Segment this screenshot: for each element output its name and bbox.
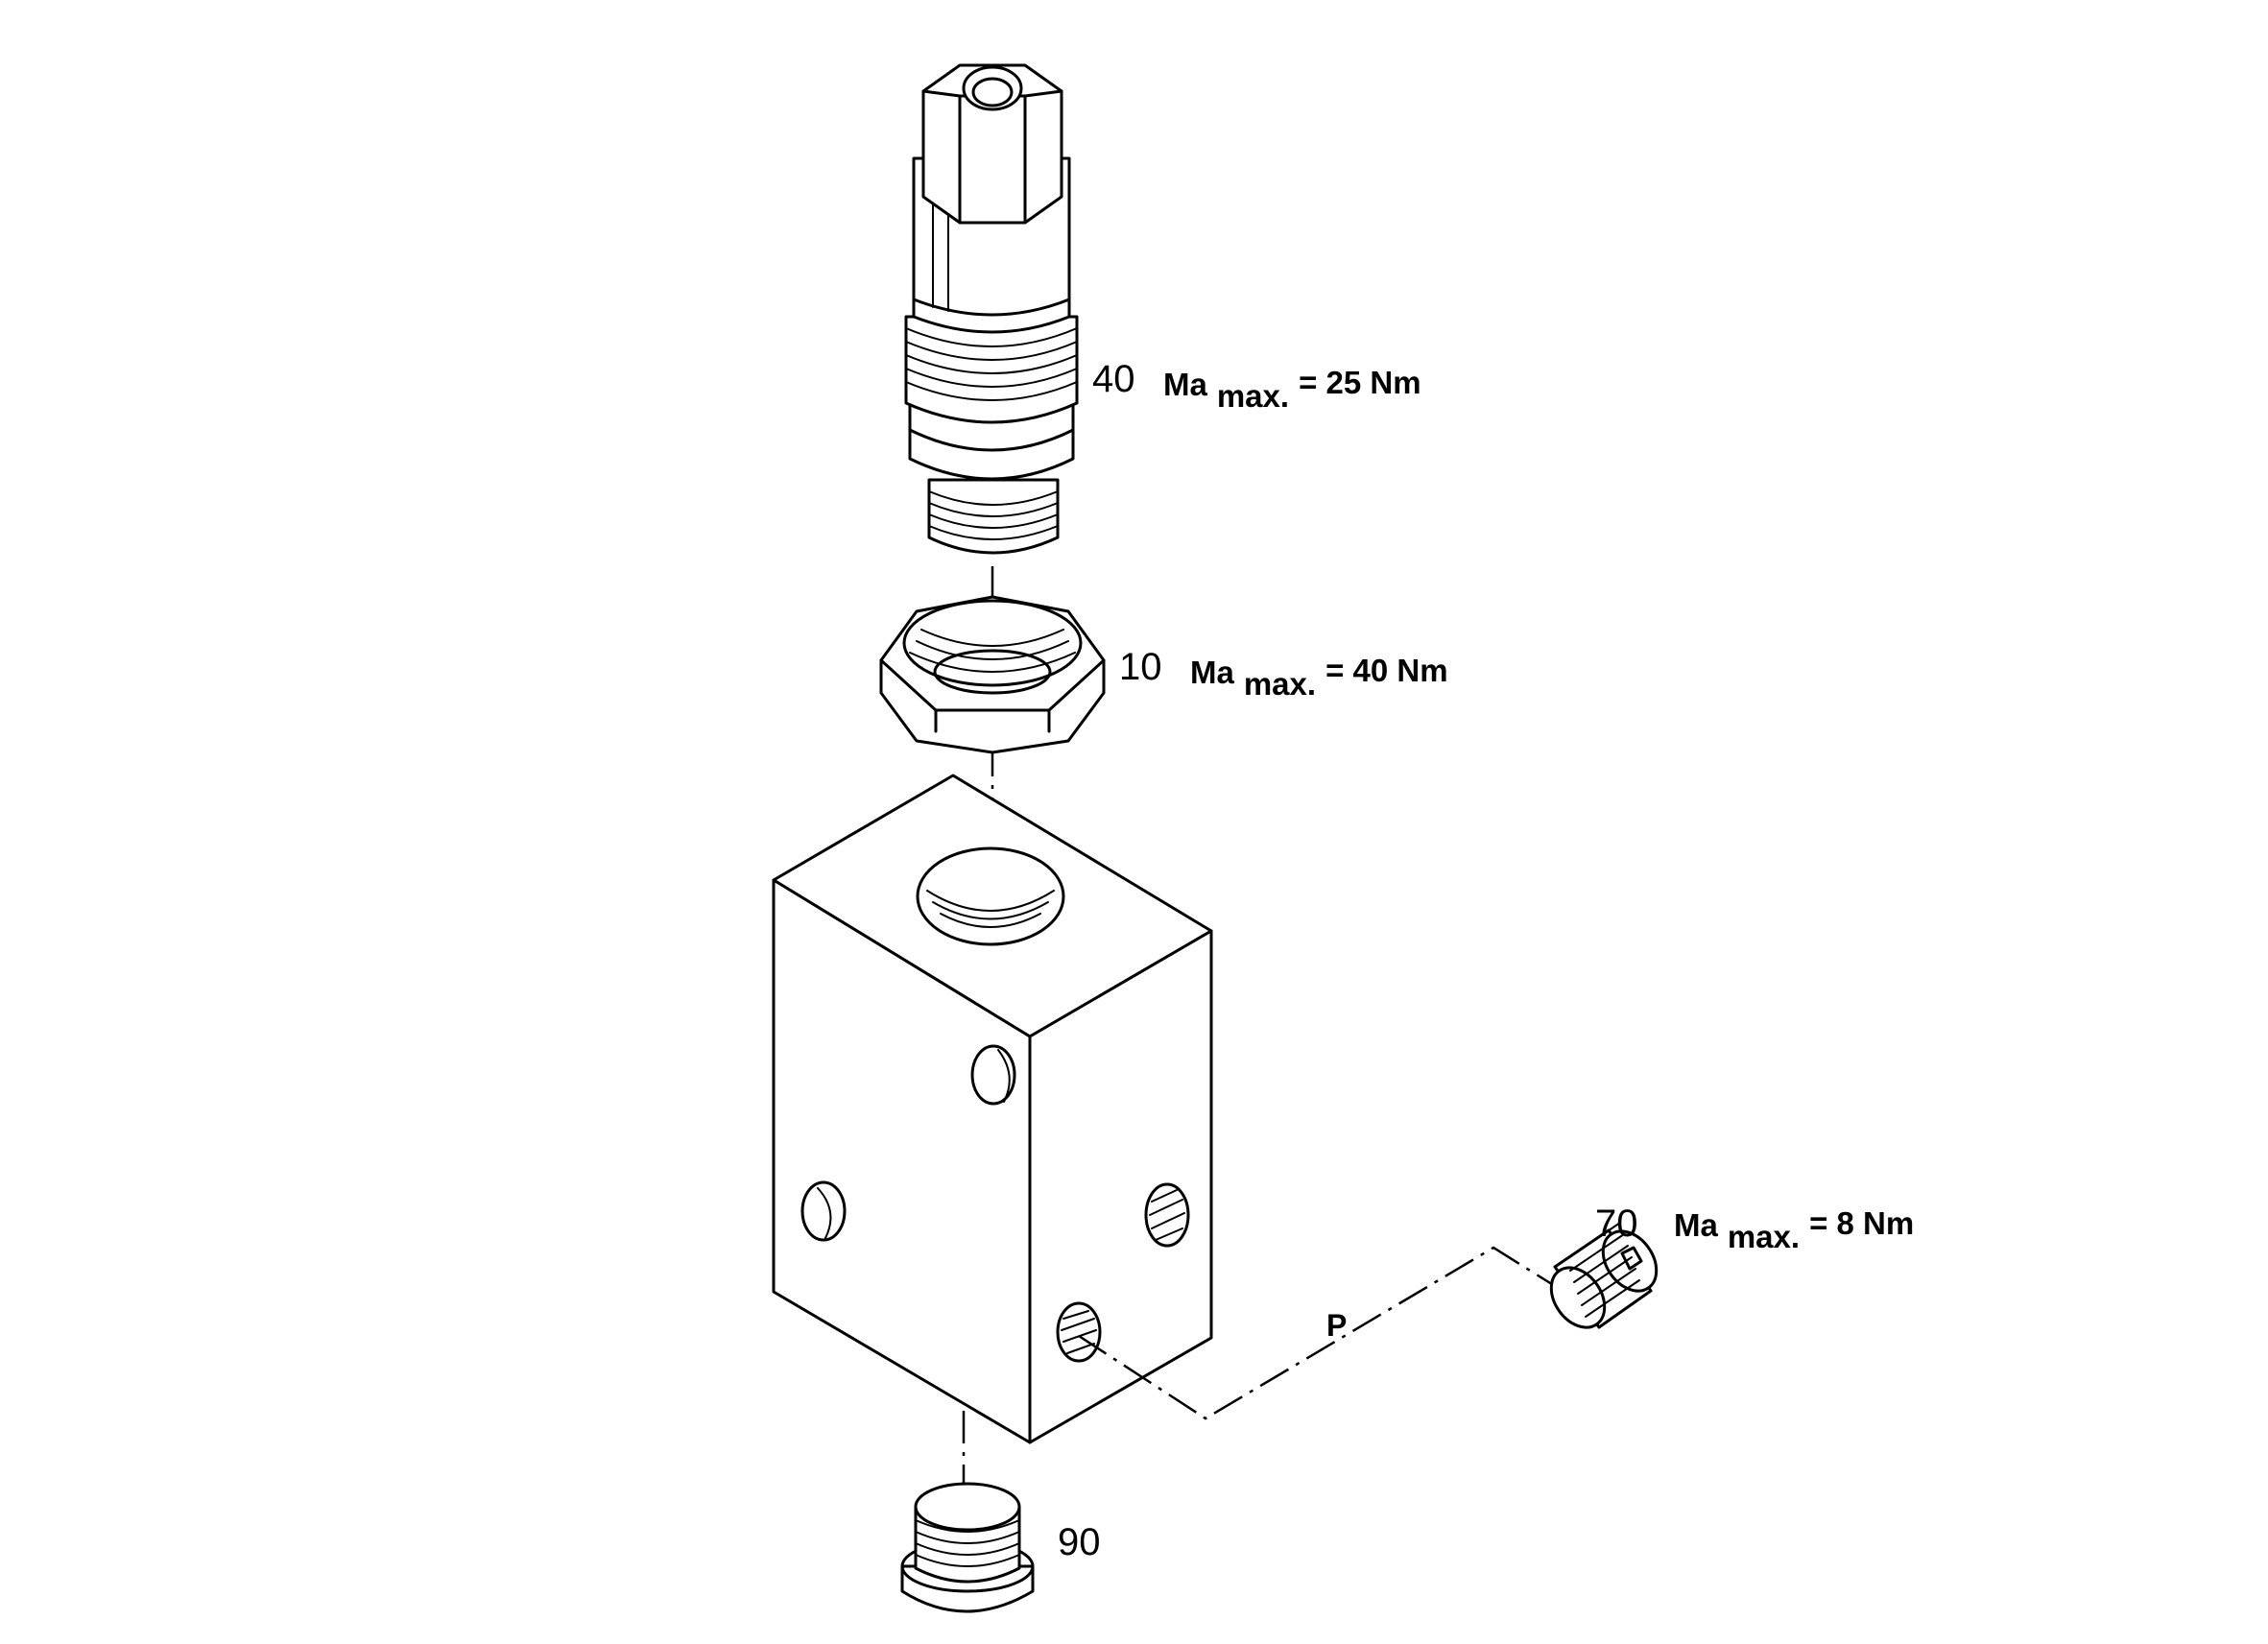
part-90-plug: [900, 1482, 1035, 1613]
valve-block: [772, 774, 1213, 1444]
part-10-hex-nut: [879, 595, 1106, 754]
part-40-cartridge-valve: [904, 63, 1079, 555]
port-p-leader-line: [1078, 1246, 1556, 1420]
part-number-90: 90: [1058, 1521, 1101, 1563]
port-p-label: P: [1326, 1308, 1347, 1343]
part-number-40: 40: [1092, 358, 1135, 400]
part-number-70: 70: [1595, 1203, 1638, 1245]
part-70-set-screw: [1549, 1222, 1659, 1329]
part-number-10: 10: [1119, 646, 1162, 688]
